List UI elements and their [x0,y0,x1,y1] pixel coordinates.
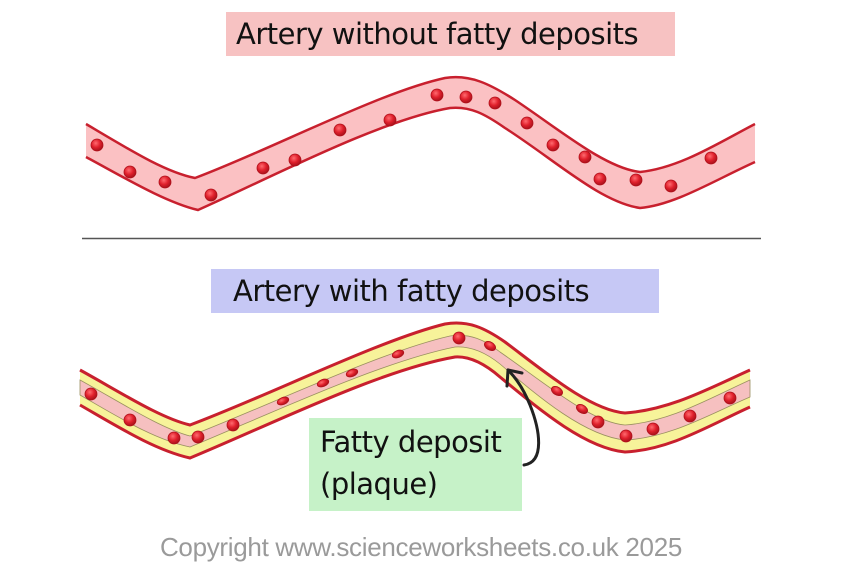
healthy-artery-wall-bottom [85,106,756,212]
red-blood-cells [90,88,718,202]
diseased-artery [79,321,751,460]
diseased-artery-wall-top [79,321,751,427]
red-blood-cells-diseased [84,331,737,445]
plaque-label-line2: (plaque) [320,467,438,501]
plaque-callout-label: Fatty deposit (plaque) [309,418,522,511]
healthy-artery-lumen [86,77,755,210]
healthy-artery [85,75,756,212]
title-artery-without-deposits: Artery without fatty deposits [226,12,675,56]
title-artery-with-deposits: Artery with fatty deposits [211,269,659,313]
copyright-footer: Copyright www.scienceworksheets.co.uk 20… [159,532,683,562]
plaque-label-line1: Fatty deposit [320,425,502,459]
diseased-artery-wall-bottom [79,355,751,460]
diseased-artery-lumen [79,334,751,448]
callout-arrow [505,368,541,467]
healthy-artery-wall-top [85,75,756,180]
